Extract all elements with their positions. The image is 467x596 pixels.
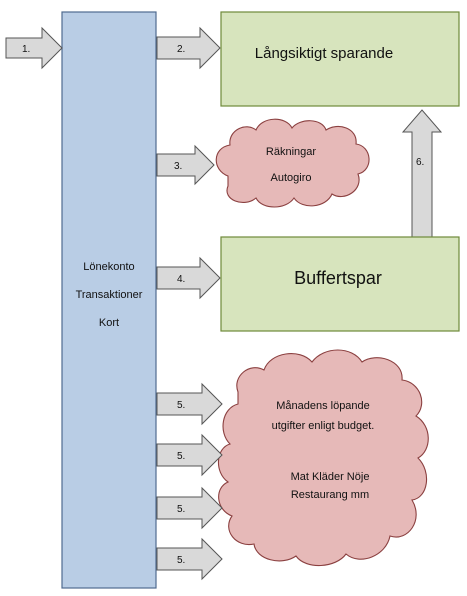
long-term-savings-label: Långsiktigt sparande — [255, 45, 393, 62]
main-account-box: Lönekonto Transaktioner Kort — [61, 11, 157, 589]
bills-cloud: Räkningar Autogiro — [215, 118, 370, 208]
monthly-cloud-line-4: Restaurang mm — [291, 489, 369, 501]
arrow-5a-label: 5. — [177, 400, 185, 411]
arrow-4-label: 4. — [177, 274, 185, 285]
bills-cloud-line-2: Autogiro — [271, 172, 312, 184]
buffer-savings-label: Buffertspar — [294, 268, 382, 288]
arrow-5a: 5. — [156, 382, 223, 426]
long-term-savings-box: Långsiktigt sparande — [220, 11, 460, 107]
arrow-5d: 5. — [156, 537, 223, 581]
buffer-savings-box: Buffertspar — [220, 236, 460, 332]
main-account-line-1: Lönekonto — [83, 261, 134, 273]
arrow-1: 1. — [5, 26, 63, 70]
arrow-4: 4. — [156, 256, 221, 300]
arrow-6: 6. — [401, 109, 443, 238]
arrow-3: 3. — [156, 144, 215, 186]
arrow-5b-label: 5. — [177, 451, 185, 462]
arrow-5d-label: 5. — [177, 555, 185, 566]
main-account-line-2: Transaktioner — [76, 289, 143, 301]
monthly-cloud-line-3: Mat Kläder Nöje — [291, 471, 370, 483]
arrow-5c: 5. — [156, 486, 223, 530]
monthly-expenses-cloud: Månadens löpande utgifter enligt budget.… — [217, 349, 429, 567]
main-account-line-3: Kort — [99, 317, 119, 329]
arrow-2: 2. — [156, 26, 221, 70]
arrow-5c-label: 5. — [177, 504, 185, 515]
arrow-2-label: 2. — [177, 44, 185, 55]
monthly-cloud-line-1: Månadens löpande — [276, 400, 370, 412]
arrow-5b: 5. — [156, 433, 223, 477]
arrow-1-label: 1. — [22, 44, 30, 55]
bills-cloud-line-1: Räkningar — [266, 146, 316, 158]
arrow-3-label: 3. — [174, 161, 182, 172]
arrow-6-label: 6. — [416, 157, 424, 168]
monthly-cloud-line-2: utgifter enligt budget. — [272, 420, 375, 432]
